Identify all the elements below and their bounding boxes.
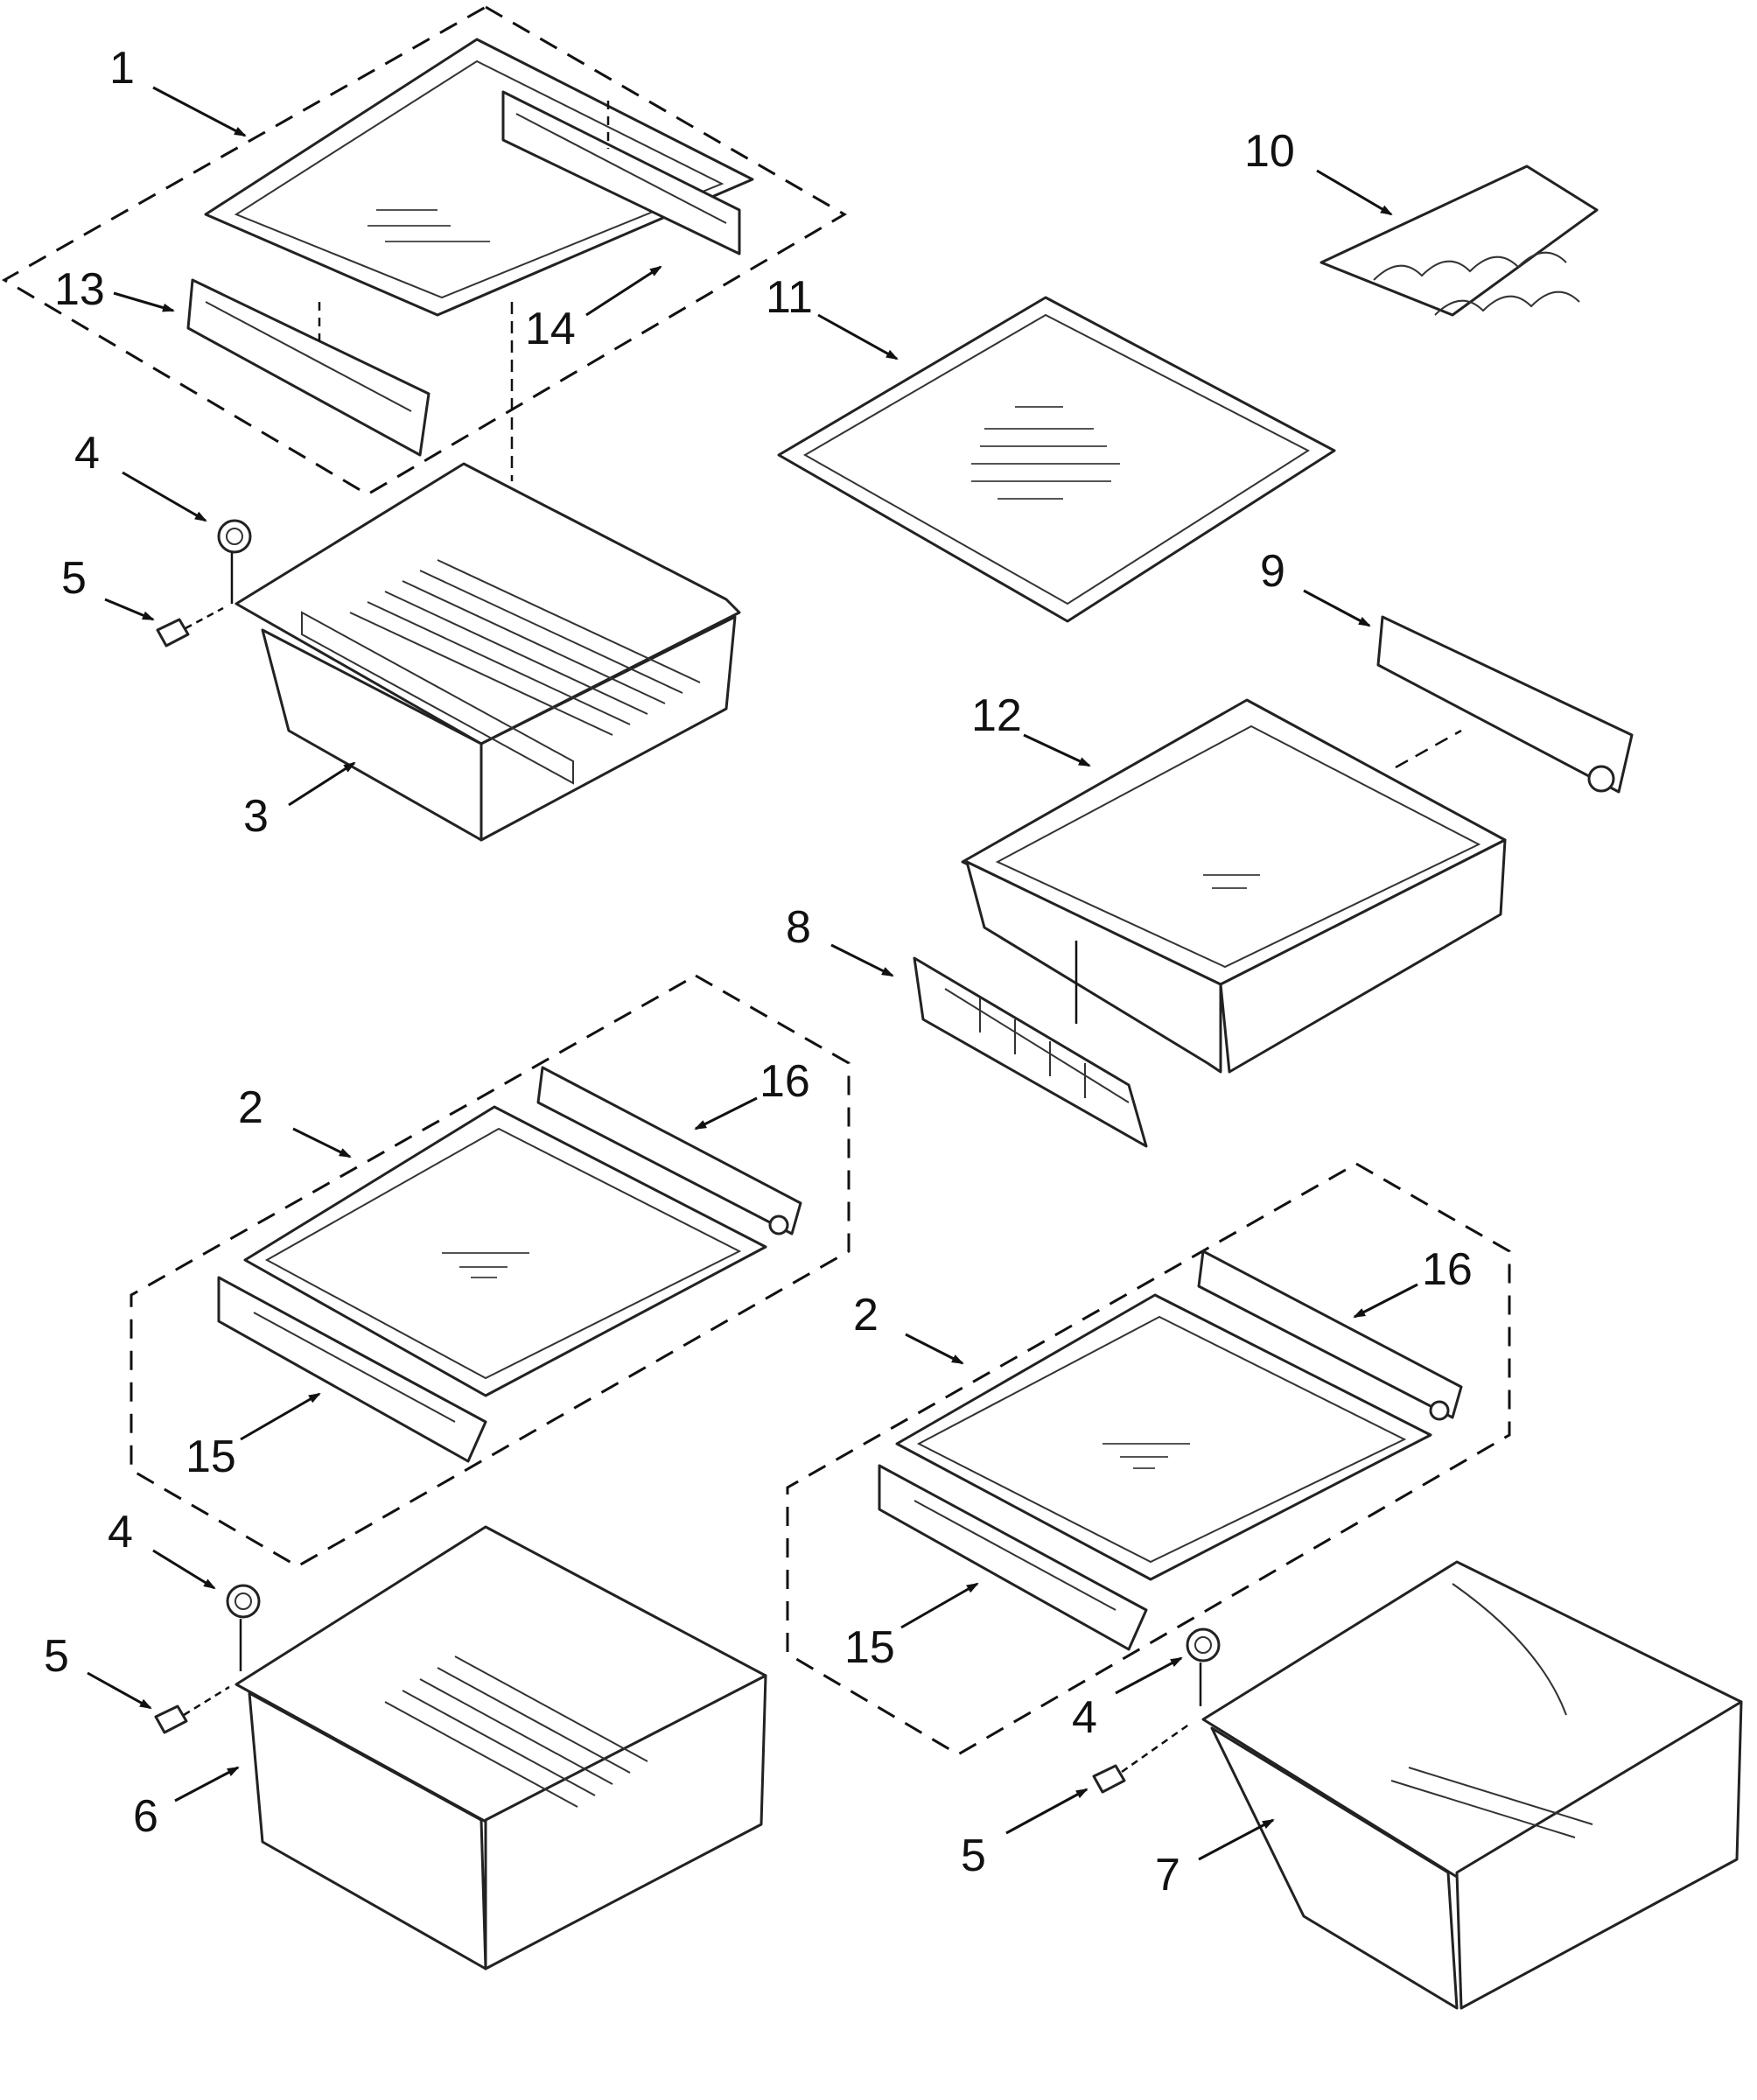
callout-5-left: 5 (44, 1631, 69, 1682)
part-14-shelf-rail (501, 90, 741, 256)
callout-9: 9 (1260, 546, 1285, 597)
part-12-crisper-cover (961, 698, 1507, 1074)
part-6-drawer (234, 1525, 767, 1970)
part-2-right-shelf (895, 1293, 1432, 1581)
callout-16-right: 16 (1422, 1244, 1473, 1295)
callout-4-top: 4 (74, 428, 100, 479)
assembly-2-right-outline (786, 1162, 1511, 1756)
callout-3: 3 (243, 791, 269, 842)
part-2-left-shelf (243, 1105, 767, 1397)
part-16-left-rail (536, 1066, 802, 1236)
callout-5-right: 5 (961, 1830, 986, 1881)
callout-12: 12 (971, 690, 1022, 741)
callout-4-right: 4 (1072, 1692, 1097, 1743)
part-3-drawer (234, 462, 741, 842)
part-4-roller-top (217, 519, 252, 554)
part-8-bracket (913, 956, 1148, 1148)
part-5-screw-top (156, 606, 224, 648)
callout-4-left: 4 (108, 1507, 133, 1558)
callout-11: 11 (766, 272, 813, 323)
part-9-side-rail (1376, 615, 1634, 794)
callout-2-right: 2 (853, 1290, 878, 1340)
part-5-screw-right (1092, 1722, 1191, 1794)
callout-5-top: 5 (61, 553, 87, 604)
part-15-left-rail (217, 1276, 487, 1463)
callout-15-left: 15 (186, 1432, 236, 1482)
part-7-drawer (1201, 1560, 1743, 2010)
callout-14: 14 (525, 304, 576, 354)
callout-2-left: 2 (238, 1082, 263, 1133)
part-4-roller-left (226, 1584, 261, 1619)
part-11-glass-shelf (777, 296, 1336, 623)
callout-8: 8 (786, 902, 811, 953)
part-16-right-rail (1197, 1250, 1463, 1421)
callout-1: 1 (109, 43, 135, 94)
callout-6: 6 (133, 1791, 158, 1842)
part-5-screw-left (154, 1685, 230, 1734)
part-10-wine-rack (1320, 164, 1599, 317)
part-4-roller-right (1186, 1628, 1221, 1662)
part-15-right-rail (878, 1464, 1148, 1651)
part-1-shelf (204, 38, 754, 317)
assembly-2-left-outline (130, 974, 850, 1568)
callout-16-left: 16 (760, 1056, 810, 1107)
callout-10: 10 (1244, 126, 1295, 177)
callout-7: 7 (1155, 1850, 1180, 1900)
callout-15-right: 15 (844, 1622, 895, 1673)
callout-13: 13 (54, 264, 105, 315)
part-13-shelf-rail (186, 278, 430, 457)
